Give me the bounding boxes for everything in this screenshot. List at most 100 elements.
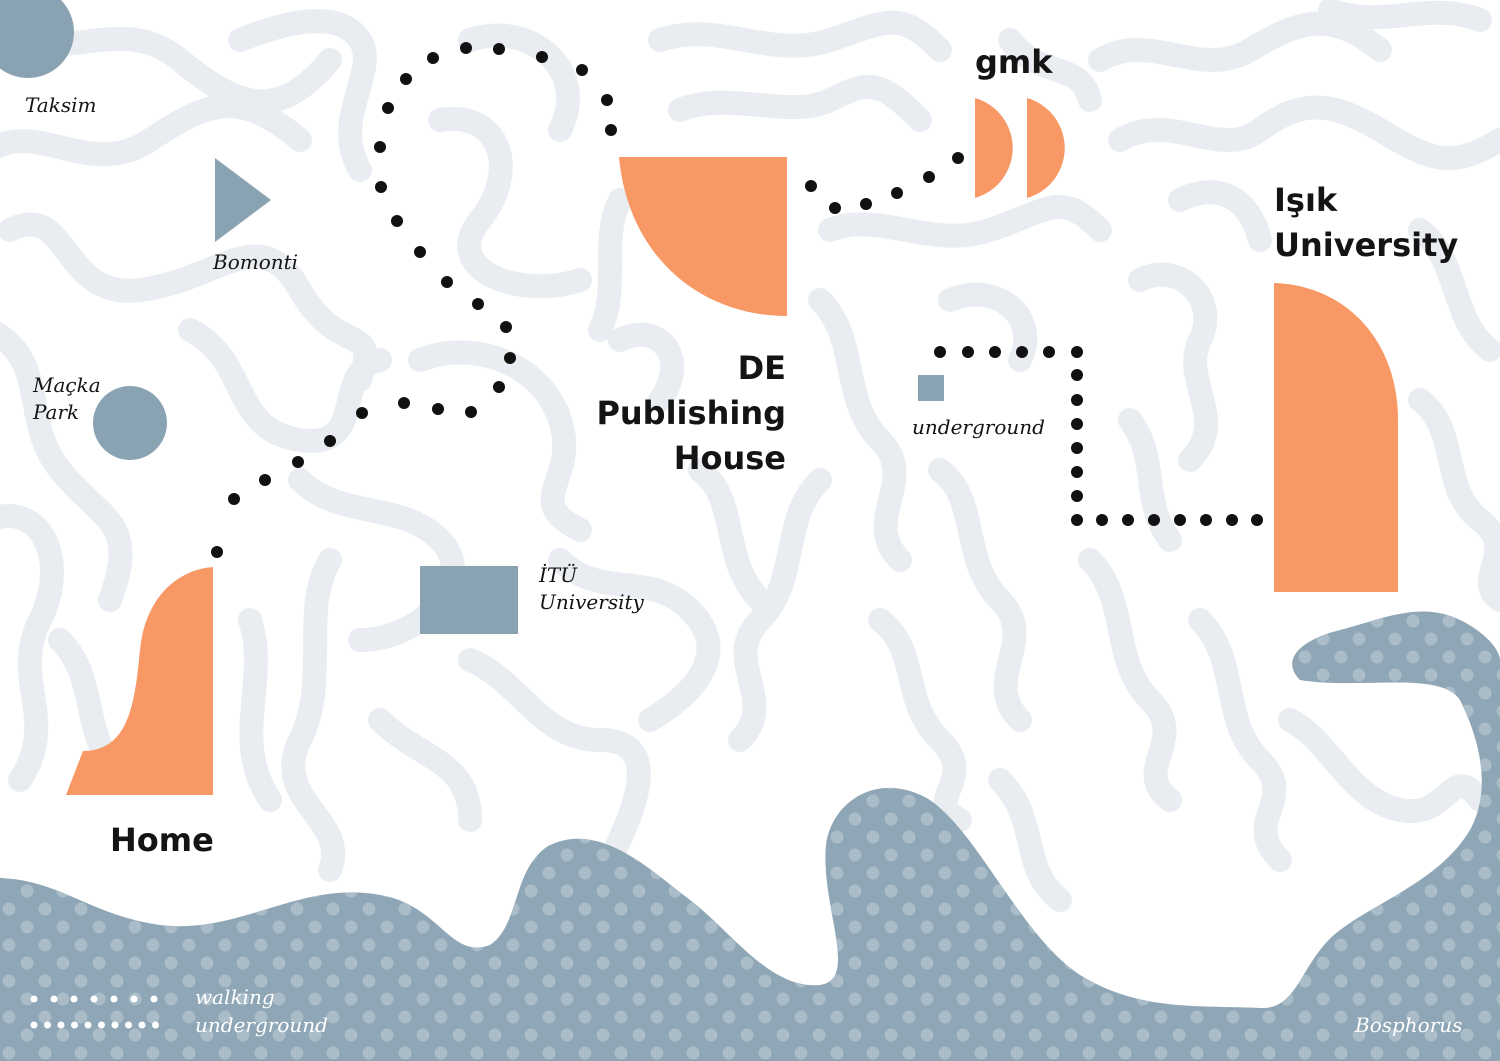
legend-walking-dot xyxy=(130,995,138,1003)
home-label: Home xyxy=(110,821,214,859)
legend-underground-dot xyxy=(30,1021,38,1029)
de-label-line3: House xyxy=(673,439,786,477)
de-label-line1: DE xyxy=(737,349,786,387)
underground-route-dot xyxy=(989,346,1001,358)
legend-underground-dot xyxy=(57,1021,65,1029)
gmk-shape-left xyxy=(975,98,1013,198)
walking-route-dot xyxy=(356,407,368,419)
itu-label-line1: İTÜ xyxy=(539,563,578,587)
legend-walking-dot xyxy=(110,995,118,1003)
walking-route-dot xyxy=(441,276,453,288)
underground-route-dot xyxy=(1071,490,1083,502)
walking-route-dot xyxy=(391,215,403,227)
walking-route-dot xyxy=(493,381,505,393)
home-shape xyxy=(66,567,213,795)
isik-university-label: Işık University xyxy=(1274,178,1458,268)
legend-walking-dot xyxy=(90,995,98,1003)
bomonti-label: Bomonti xyxy=(213,250,299,274)
walking-route-dot xyxy=(324,435,336,447)
walking-route-dot xyxy=(805,180,817,192)
underground-route-dot xyxy=(1071,514,1083,526)
underground-route-dot xyxy=(1016,346,1028,358)
walking-route-dot xyxy=(427,52,439,64)
itu-label-line2: University xyxy=(539,590,644,614)
walking-route-dot xyxy=(228,493,240,505)
bosphorus-label: Bosphorus xyxy=(1355,1013,1463,1037)
walking-route-dot xyxy=(375,181,387,193)
bomonti-marker xyxy=(215,158,271,242)
walking-route-dot xyxy=(414,246,426,258)
underground-route-dot xyxy=(962,346,974,358)
route-dots xyxy=(211,42,1263,558)
isik-label-line2: University xyxy=(1274,226,1459,264)
itu-marker xyxy=(420,566,518,634)
underground-route-dot xyxy=(1148,514,1160,526)
walking-route-dot xyxy=(493,43,505,55)
walking-route-dot xyxy=(576,64,588,76)
isik-label-line1: Işık xyxy=(1274,181,1338,219)
underground-station-label: underground xyxy=(912,415,1045,439)
walking-route-dot xyxy=(605,124,617,136)
underground-route-dot xyxy=(1096,514,1108,526)
underground-route-dot xyxy=(1226,514,1238,526)
legend-underground-dot xyxy=(111,1021,119,1029)
underground-route-dot xyxy=(1071,346,1083,358)
walking-route-dot xyxy=(860,198,872,210)
walking-route-dot xyxy=(500,321,512,333)
underground-route-dot xyxy=(1251,514,1263,526)
de-label-line2: Publishing xyxy=(596,394,786,432)
walking-route-dot xyxy=(398,397,410,409)
walking-route-dot xyxy=(400,73,412,85)
itu-label: İTÜ University xyxy=(539,562,644,616)
walking-route-dot xyxy=(472,298,484,310)
gmk-shape-right xyxy=(1027,98,1065,198)
legend-underground-dot xyxy=(71,1021,78,1029)
macka-park-label-line1: Maçka xyxy=(33,373,101,397)
legend-underground-dot xyxy=(84,1021,92,1029)
walking-route-dot xyxy=(891,187,903,199)
underground-route-dot xyxy=(1071,394,1083,406)
underground-route-dot xyxy=(1071,369,1083,381)
walking-route-dot xyxy=(460,42,472,54)
gmk-label: gmk xyxy=(975,43,1053,81)
underground-route-dot xyxy=(1071,418,1083,430)
legend-walking-dot xyxy=(150,995,158,1003)
walking-route-dot xyxy=(504,352,516,364)
walking-route-dot xyxy=(211,546,223,558)
underground-route-dot xyxy=(1043,346,1055,358)
legend-dots xyxy=(30,995,159,1029)
walking-route-dot xyxy=(374,141,386,153)
macka-park-label-line2: Park xyxy=(33,400,80,424)
macka-park-marker xyxy=(93,386,167,460)
walking-route-dot xyxy=(259,474,271,486)
legend-walking-dot xyxy=(70,995,78,1003)
bosphorus-water xyxy=(0,611,1500,1061)
walking-route-dot xyxy=(923,171,935,183)
taksim-marker xyxy=(0,0,74,78)
walking-route-dot xyxy=(465,406,477,418)
legend-underground-dot xyxy=(152,1021,159,1029)
walking-route-dot xyxy=(601,94,613,106)
underground-route-dot xyxy=(1200,514,1212,526)
macka-park-label: Maçka Park xyxy=(33,372,101,426)
legend-underground-label: underground xyxy=(195,1013,328,1037)
walking-route-dot xyxy=(432,403,444,415)
taksim-label: Taksim xyxy=(25,93,97,117)
legend-underground-dot xyxy=(98,1021,105,1029)
underground-route-dot xyxy=(934,346,946,358)
underground-route-dot xyxy=(1071,442,1083,454)
walking-route-dot xyxy=(829,202,841,214)
legend-walking-dot xyxy=(30,995,38,1003)
underground-route-dot xyxy=(1122,514,1134,526)
de-publishing-house-label: DE Publishing House xyxy=(596,346,786,481)
legend-underground-dot xyxy=(138,1021,146,1029)
legend-underground-dot xyxy=(44,1021,51,1029)
walking-route-dot xyxy=(536,51,548,63)
walking-route-dot xyxy=(292,456,304,468)
underground-station-marker xyxy=(918,375,944,401)
walking-route-dot xyxy=(952,152,964,164)
underground-route-dot xyxy=(1174,514,1186,526)
legend-walking-dot xyxy=(50,995,58,1003)
